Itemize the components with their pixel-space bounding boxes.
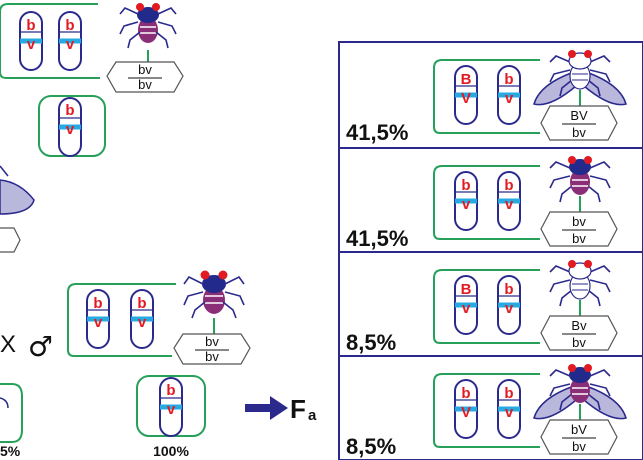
offspring-group-outline (433, 165, 540, 240)
offspring-genotype-hexagon: Bv bv (540, 315, 618, 351)
allele-label: v (505, 196, 514, 213)
partial-gamete (0, 383, 23, 443)
allele-label: v (27, 36, 36, 53)
genotype-bottom: bv (572, 125, 586, 140)
black-long-winged-fly-icon (533, 364, 627, 420)
allele-label: b (166, 382, 175, 399)
genotype-top: bV (571, 422, 587, 437)
black-vestigial-fly-icon (549, 156, 611, 203)
male-symbol: ♂ (28, 330, 53, 363)
genotype-bottom: bv (205, 349, 219, 364)
vestigial-black-fly-icon (119, 3, 177, 49)
offspring-genotype-hexagon: bv bv (540, 211, 618, 247)
genotype-top: bv (138, 62, 152, 77)
female-top-chromosome-1: b v (20, 12, 42, 70)
allele-label: v (462, 196, 471, 213)
allele-label: b (461, 177, 470, 194)
offspring-percent: 8,5% (346, 330, 396, 355)
allele-label: b (504, 385, 513, 402)
offspring-chromosome: Bv (455, 276, 477, 334)
allele-label: v (167, 401, 176, 418)
offspring-group-outline (433, 373, 540, 448)
offspring-genotype-hexagon: BV bv (540, 105, 618, 141)
allele-label: v (66, 36, 75, 53)
partial-percent: 5% (0, 443, 21, 459)
allele-label: v (505, 404, 514, 421)
genotype-top: bv (205, 334, 219, 349)
genotype-top: BV (570, 108, 588, 123)
allele-label: b (504, 71, 513, 88)
genotype-top: Bv (571, 318, 587, 333)
partial-fly-icon (0, 165, 35, 253)
male-genotype-hexagon: bv bv (173, 333, 251, 365)
offspring-percent: 41,5% (346, 226, 408, 251)
arrow-icon (245, 396, 288, 420)
offspring-percent: 8,5% (346, 434, 396, 459)
allele-label: v (505, 300, 514, 317)
offspring-group-outline (433, 269, 540, 344)
allele-label: b (65, 17, 74, 34)
genotype-bottom: bv (572, 335, 586, 350)
fa-label-main: F (290, 394, 306, 424)
allele-label: v (462, 300, 471, 317)
genotype-bottom: bv (138, 77, 152, 92)
male-chromosome-1: b v (87, 290, 109, 348)
male-parent-group: b v b v bv bv (67, 270, 251, 365)
allele-label: v (138, 314, 147, 331)
offspring-chromosome: bv (498, 172, 520, 230)
offspring-genotype-hexagon: bV bv (540, 419, 618, 455)
fa-label-sub: a (308, 407, 317, 424)
offspring-percent: 41,5% (346, 120, 408, 145)
female-top-group: b v b v bv bv (0, 3, 184, 93)
offspring-chromosome: BV (455, 66, 477, 124)
allele-label: b (504, 281, 513, 298)
genotype-bottom: bv (572, 439, 586, 454)
cross-symbol-partial: X (0, 331, 16, 358)
allele-label: V (461, 404, 471, 421)
female-top-chromosome-2: b v (59, 12, 81, 70)
offspring-chromosome: bv (498, 276, 520, 334)
offspring-chromosome: bV (455, 380, 477, 438)
female-gamete: b v (38, 95, 106, 156)
allele-label: v (66, 121, 75, 138)
allele-label: B (461, 281, 472, 298)
allele-label: b (137, 295, 146, 312)
allele-label: b (65, 102, 74, 119)
genotype-top: bv (572, 214, 586, 229)
allele-label: b (93, 295, 102, 312)
offspring-chromosome: bv (498, 66, 520, 124)
genotype-bottom: bv (572, 231, 586, 246)
grey-vestigial-fly-icon (549, 260, 611, 307)
offspring-group-outline (433, 59, 540, 134)
male-chromosome-2: b v (131, 290, 153, 348)
allele-label: b (504, 177, 513, 194)
offspring-chromosome: bv (498, 380, 520, 438)
allele-label: b (26, 17, 35, 34)
allele-label: v (94, 314, 103, 331)
allele-label: B (461, 71, 472, 88)
male-gamete-percent: 100% (153, 443, 189, 459)
male-gamete: b v (136, 375, 206, 436)
allele-label: V (461, 90, 471, 107)
grey-long-winged-fly-icon (533, 50, 627, 106)
allele-label: v (505, 90, 514, 107)
female-top-genotype-hexagon: bv bv (106, 61, 184, 93)
allele-label: b (461, 385, 470, 402)
offspring-chromosome: bv (455, 172, 477, 230)
vestigial-black-fly-icon (183, 270, 245, 319)
